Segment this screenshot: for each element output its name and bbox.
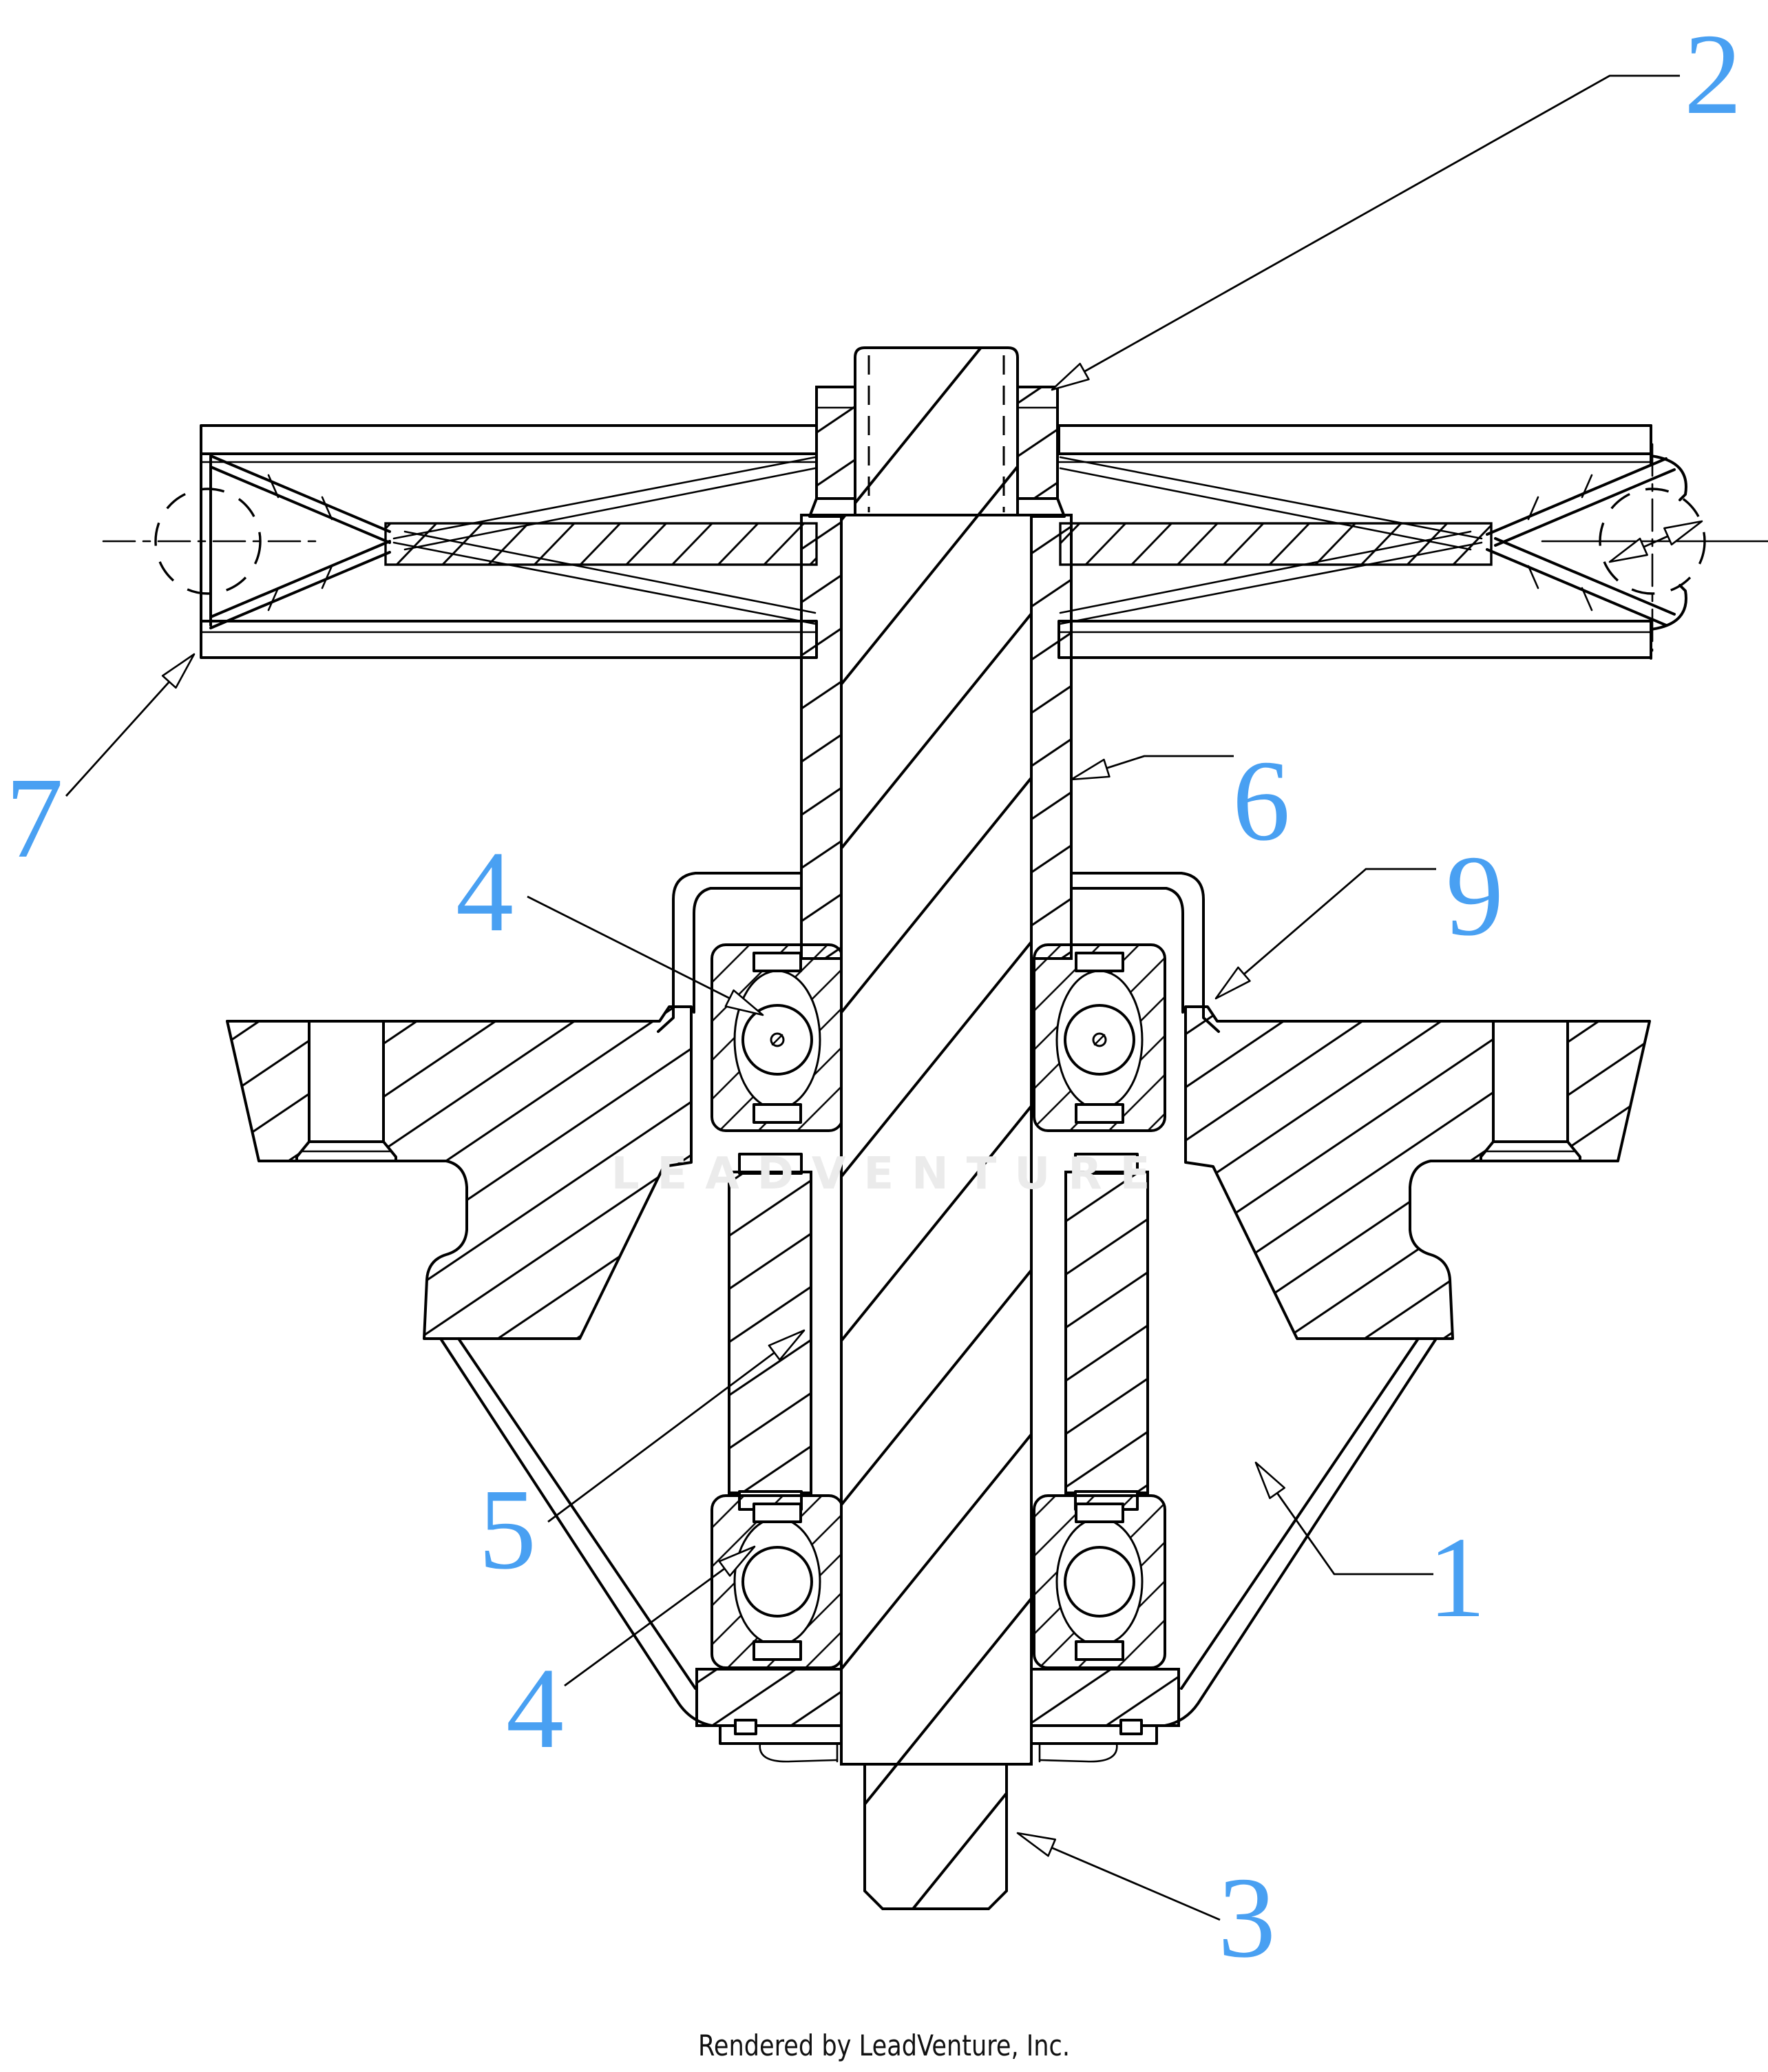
bearing-upper-left <box>711 943 844 1132</box>
leader-line-5 <box>547 1329 805 1523</box>
pulley-web-left <box>384 522 818 566</box>
pulley-bottom-flange-right <box>1057 620 1652 659</box>
pulley-top-flange-left <box>200 424 818 455</box>
leader-arrowhead-5 <box>768 1329 806 1361</box>
cap-notch-right <box>1119 1719 1143 1735</box>
pulley-bottom-flange-left <box>200 620 818 659</box>
leader-line-2 <box>1051 74 1680 391</box>
spacer5-right-wall <box>1064 1171 1149 1494</box>
callout-number-9: 9 <box>1446 832 1504 960</box>
bearings <box>711 943 1166 1669</box>
mounting-boss-left <box>295 1020 397 1162</box>
bearing-lower-right <box>1033 1494 1166 1669</box>
belt-direction-arrowhead-0 <box>1663 520 1703 546</box>
callout-number-1: 1 <box>1428 1514 1486 1642</box>
footer-credit: Rendered by LeadVenture, Inc. <box>698 2029 1070 2062</box>
leadventure-text-watermark: LEADVENTURE <box>611 1149 1168 1200</box>
leader-line-4 <box>527 895 764 1016</box>
housing <box>226 1005 1651 1763</box>
hub-sleeve-right <box>1013 386 1059 518</box>
mounting-boss-right <box>1480 1020 1581 1162</box>
shaft-thread-lines <box>867 355 1005 512</box>
spacer6-right-wall <box>1030 514 1073 960</box>
pulley-left-fold-lines <box>392 456 817 625</box>
pulley-right-fold-lines <box>1059 456 1483 625</box>
seal-slinger <box>657 872 1220 1033</box>
leader-arrowhead-4 <box>724 989 764 1016</box>
callout-number-3: 3 <box>1218 1854 1276 1982</box>
leader-arrowhead-9 <box>1214 966 1251 1000</box>
leader-arrowhead-3 <box>1016 1832 1057 1857</box>
pulley <box>102 424 1768 660</box>
leader-line-4 <box>564 1545 755 1687</box>
shaft-body <box>840 514 1033 1766</box>
callout-number-4: 4 <box>456 828 514 956</box>
cap-notch-left <box>734 1719 757 1735</box>
callout-number-4: 4 <box>506 1644 564 1772</box>
shaft <box>840 346 1033 1910</box>
callout-number-7: 7 <box>6 754 63 882</box>
pulley-right-rim-curls <box>1650 454 1687 631</box>
pulley-web-right <box>1059 522 1493 566</box>
leader-arrowhead-4 <box>718 1545 756 1577</box>
callout-number-2: 2 <box>1684 10 1742 138</box>
leader-line-9 <box>1215 868 1436 1000</box>
leader-arrowhead-1 <box>1254 1461 1286 1499</box>
spacer6-left-wall <box>800 514 843 960</box>
callout-number-5: 5 <box>478 1465 536 1593</box>
belt-direction-arrowhead-1 <box>1608 537 1648 563</box>
pulley-right-groove-walls <box>1486 457 1676 627</box>
hub-sleeve-left <box>815 386 861 518</box>
leader-line-1 <box>1254 1462 1433 1576</box>
shaft-threaded-top <box>854 346 1019 516</box>
belt-section-left <box>102 488 325 595</box>
pulley-hub <box>808 386 1066 518</box>
pulley-top-flange-right <box>1057 424 1652 455</box>
pulley-left-groove-walls <box>209 454 391 629</box>
callout-layer: 2 7 6 9 4 5 4 1 3 <box>6 10 1742 1982</box>
leader-arrowhead-7 <box>161 653 196 689</box>
pulley-groove-ticks <box>267 474 1593 611</box>
leader-arrowhead-2 <box>1051 362 1090 391</box>
callout-number-6: 6 <box>1232 737 1290 865</box>
bearing-upper-right <box>1033 943 1166 1132</box>
leader-arrowhead-6 <box>1070 758 1111 781</box>
bearing-lower-left <box>711 1494 844 1669</box>
shaft-bottom-stub <box>863 1763 1008 1910</box>
